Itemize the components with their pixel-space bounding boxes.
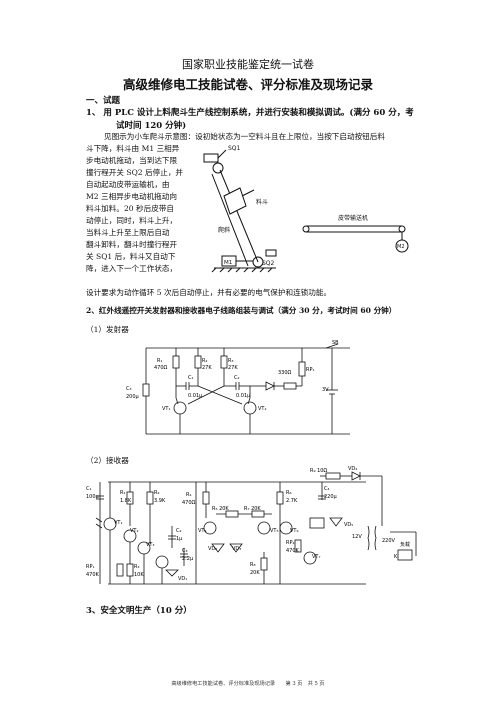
rx-vt2: VT₂	[130, 528, 138, 534]
q1-para-line-11: 降，进入下一个工作状态，	[86, 264, 178, 273]
q1-para-line-7: 动停止，同时，料斗上升，	[86, 216, 178, 225]
rx-r4-value: 470Ω	[182, 500, 196, 506]
rx-r1-value: 1.8K	[120, 498, 132, 504]
tx-c2: C₂	[234, 375, 240, 381]
rx-rp1: RP₁	[86, 564, 95, 570]
page-footer: 高级维修电工技能试卷、评分标准及现场记录 第 3 页 共 5 页	[171, 681, 325, 687]
label-m1: M1	[224, 260, 232, 266]
rx-r5: R₅ 20K	[212, 506, 229, 512]
rx-vd1: VD₁	[178, 576, 187, 582]
rx-vt4: VT₄	[198, 528, 206, 534]
section-3-heading: 3、安全文明生产（10 分）	[86, 606, 192, 616]
q1-para-line-2: 步电动机拖动，当到达下限	[86, 156, 178, 165]
rx-vt7: VT₇	[312, 554, 320, 560]
tx-r2-value: 27K	[202, 365, 212, 371]
rx-rp2: RP₂	[286, 540, 295, 546]
rx-rp1-value: 470K	[86, 572, 100, 578]
rx-r1: R₁	[120, 490, 125, 496]
question-1-line2: 试时间 120 分钟)	[116, 121, 187, 131]
rx-c3-value: 2.2μ	[182, 556, 194, 562]
tx-c3: C₃	[126, 386, 132, 392]
rx-c2: C₂	[176, 528, 182, 534]
hopper-conveyor-diagram: SQ1 M1 SQ2 料斗 爬斜 皮带输送机 M2	[203, 145, 409, 273]
tx-vt2: VT₂	[258, 406, 266, 412]
tx-r3: R₃	[228, 358, 233, 364]
tx-r1: R₁	[157, 358, 162, 364]
rx-c4-value: 220μ	[324, 494, 338, 500]
q1-para-line-5: M2 三相异步电动机拖动向	[86, 192, 177, 201]
rx-12v: 12V	[352, 534, 362, 540]
q1-para-line-4: 自动起动皮带运输机，由	[86, 180, 170, 189]
section-1-heading: 一、试题	[86, 96, 121, 106]
transmitter-circuit: R₁ 470Ω R₂ 27K R₃ 27K C₁ 0.01μ C₂ 0.01μ …	[126, 340, 350, 435]
rx-load: 负载	[400, 541, 410, 548]
rx-r8: R₈	[250, 562, 255, 568]
tx-vt1: VT₁	[162, 406, 170, 412]
rx-vt6: VT₆	[290, 528, 298, 534]
q1-para-line-12: 设计要求为动作循环 5 次后自动停止，并有必要的电气保护和连锁功能。	[86, 288, 332, 297]
q1-para-line-8: 当料斗上升至上限后自动	[86, 228, 170, 237]
tx-c3-value: 200μ	[126, 394, 140, 400]
tx-r3-value: 27K	[228, 365, 238, 371]
rx-r7: R₇ 20K	[244, 506, 261, 512]
rx-c1-value: 100μ	[86, 494, 100, 500]
sq2-switch	[265, 249, 277, 257]
receiver-circuit: C₁ 100μ R₁ 1.8K R₂ 3.9K VT₁ VT₂ VT₃ C₂ 1…	[86, 466, 417, 585]
question-1-line1: 1、 用 PLC 设计上料爬斗生产线控制系统，并进行安装和模拟调试。(满分 60…	[86, 108, 414, 118]
exam-header: 国家职业技能鉴定统一试卷	[182, 58, 314, 71]
tx-c1-value: 0.01μ	[188, 393, 203, 399]
rx-c1: C₁	[86, 486, 92, 492]
rx-c3: C₃	[182, 548, 188, 554]
hopper-shape	[223, 187, 247, 215]
rx-r4: R₄	[186, 492, 191, 498]
q1-para-line-9: 翻斗卸料，翻斗时撞行程开	[86, 240, 178, 249]
rx-r2-value: 3.9K	[154, 498, 166, 504]
rx-c4: C₄	[324, 486, 330, 492]
rx-vd3: VD₃	[232, 546, 241, 552]
tx-c2-value: 0.01μ	[236, 393, 251, 399]
rx-vd2: VD₂	[208, 546, 217, 552]
question-2-line: 2、红外线遥控开关发射器和接收器电子线路组装与调试（满分 30 分，考试时间 6…	[86, 306, 397, 315]
label-slope: 爬斜	[218, 226, 230, 234]
q2-sub1-transmitter: （1）发射器	[86, 325, 129, 334]
tx-bat: 3V	[322, 387, 329, 393]
q1-para-line-6: 料斗加料。20 秒后皮带自	[86, 204, 175, 213]
tx-c1: C₁	[188, 375, 194, 381]
rx-220v: 220V	[382, 538, 396, 544]
sq1-switch	[203, 153, 219, 163]
label-sq1: SQ1	[228, 145, 241, 152]
rx-c2-value: 1μ	[176, 536, 183, 542]
q1-para-line-3: 撞行程开关 SQ2 后停止，并	[86, 168, 184, 177]
q1-para-line-0: 见图示为小车爬斗示意图：设初始状态为一空料斗且在上限位，当按下启动按钮后料	[104, 132, 385, 141]
rx-k: K	[394, 554, 398, 560]
rx-vt3: VT₃	[146, 542, 154, 548]
tx-r2: R₂	[202, 358, 207, 364]
q1-para-line-1: 斗下降，料斗由 M1 三相异	[86, 144, 180, 153]
q1-para-line-10: 关 SQ1 后，料斗又自动下	[86, 252, 176, 261]
label-m2: M2	[397, 244, 405, 250]
q2-sub2-receiver: （2）接收器	[86, 456, 129, 465]
rx-r6: R₆	[286, 490, 291, 496]
rx-r3: R₃	[134, 564, 139, 570]
rx-r9: R₉ 10Ω	[310, 468, 327, 474]
rx-vd5: VD₅	[344, 522, 353, 528]
rx-r8-value: 20K	[250, 570, 260, 576]
rx-vt1: VT₁	[114, 520, 122, 526]
rx-rp2-value: 470K	[286, 548, 300, 554]
rx-r3-value: 10K	[134, 572, 144, 578]
tx-r4-value: 330Ω	[278, 370, 292, 376]
label-sq2: SQ2	[262, 260, 275, 267]
rx-vd4: VD₄	[348, 466, 357, 472]
rx-r6-value: 2.7K	[286, 498, 298, 504]
label-hopper: 料斗	[256, 198, 268, 206]
tx-r1-value: 470Ω	[154, 365, 168, 371]
label-conveyor: 皮带输送机	[338, 214, 368, 222]
rx-r2: R₂	[154, 490, 159, 496]
tx-rp1: RP₁	[306, 367, 315, 373]
exam-title: 高级维修电工技能试卷、评分标准及现场记录	[122, 77, 373, 92]
rx-vt5: VT₅	[270, 528, 278, 534]
tx-sb: SB	[332, 340, 339, 346]
